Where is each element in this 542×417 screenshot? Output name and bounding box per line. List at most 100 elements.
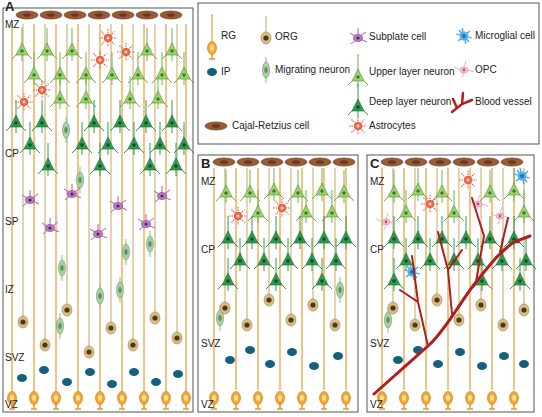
intermediate-progenitor <box>477 362 487 370</box>
upper-layer-neuron <box>50 76 70 109</box>
migrating-neuron <box>57 313 64 339</box>
upper-layer-neuron <box>240 170 260 203</box>
layer-label: IZ <box>5 284 14 295</box>
deep-layer-neuron <box>218 258 238 291</box>
radial-glia <box>342 392 351 410</box>
legend-subplate-icon <box>350 28 367 44</box>
migrating-neuron <box>147 231 154 257</box>
intermediate-progenitor <box>309 362 319 370</box>
deep-layer-neuron <box>336 216 356 249</box>
legend-text: Blood vessel <box>475 96 532 107</box>
panel-background <box>367 155 534 412</box>
cajal-retzius-cell <box>477 158 499 166</box>
deep-layer-neuron <box>166 143 186 176</box>
deep-layer-neuron <box>456 216 476 249</box>
migrating-neuron <box>63 117 70 143</box>
subplate-cell <box>64 184 81 200</box>
cajal-retzius-cell <box>112 11 134 19</box>
radial-glia <box>320 392 329 410</box>
deep-layer-neuron <box>242 216 262 249</box>
deep-layer-neuron <box>278 238 298 271</box>
legend-text: Upper layer neuron <box>369 66 455 77</box>
subplate-cell <box>22 190 39 206</box>
intermediate-progenitor <box>225 356 235 364</box>
layer-label: CP <box>5 148 19 159</box>
outer-radial-glia <box>330 319 340 331</box>
panel-border <box>3 8 193 412</box>
legend-text: Subplate cell <box>369 31 426 42</box>
layer-label: VZ <box>5 399 18 410</box>
upper-layer-neuron <box>312 168 332 201</box>
subplate-cell <box>154 186 171 202</box>
astrocyte <box>421 195 439 213</box>
deep-layer-neuron <box>408 216 428 249</box>
outer-radial-glia <box>84 346 94 358</box>
upper-layer-neuron <box>480 170 500 203</box>
legend-org-icon <box>261 32 271 44</box>
layer-label: VZ <box>201 399 214 410</box>
subplate-cell <box>42 218 59 234</box>
upper-layer-neuron <box>216 170 236 203</box>
astrocyte <box>229 207 247 225</box>
intermediate-progenitor <box>519 360 529 368</box>
upper-layer-neuron <box>288 170 308 203</box>
legend-text: IP <box>221 66 230 77</box>
cajal-retzius-cell <box>333 158 355 166</box>
outer-radial-glia-fiber <box>393 168 524 319</box>
upper-layer-neuron <box>137 28 157 61</box>
intermediate-progenitor <box>17 374 27 382</box>
intermediate-progenitor <box>333 352 343 360</box>
migrating-neuron <box>117 277 124 303</box>
deep-layer-neuron <box>266 216 286 249</box>
deep-layer-neuron <box>384 258 404 291</box>
radial-glia <box>276 392 285 410</box>
upper-layer-neuron <box>24 52 44 85</box>
legend-text: Deep layer neuron <box>369 96 451 107</box>
cajal-retzius-cell <box>429 158 451 166</box>
subplate-cell <box>138 214 155 230</box>
upper-layer-neuron <box>384 170 404 203</box>
layer-label: MZ <box>201 176 215 187</box>
outer-radial-glia <box>308 299 318 311</box>
cajal-retzius-cell <box>501 158 523 166</box>
legend-deep-icon <box>348 84 368 117</box>
legend-text: ORG <box>275 31 298 42</box>
legend-border <box>198 3 539 144</box>
legend-text: Cajal-Retzius cell <box>232 120 309 131</box>
upper-layer-neuron <box>37 28 57 61</box>
panel-letter: C <box>370 157 379 171</box>
radial-glia <box>466 392 475 410</box>
legend-microglia-icon <box>456 28 472 44</box>
deep-layer-neuron <box>326 238 346 271</box>
deep-layer-neuron <box>420 238 440 271</box>
radial-glia <box>510 392 519 410</box>
legend-text: Migrating neuron <box>275 64 350 75</box>
legend-vessel-icon <box>452 93 472 112</box>
radial-glia <box>232 392 241 410</box>
cajal-retzius-cell <box>285 158 307 166</box>
legend-org-fiber <box>265 16 266 32</box>
deep-layer-neuron <box>266 258 286 291</box>
outer-radial-glia-fiber <box>225 168 335 319</box>
panel-letter: A <box>5 0 14 14</box>
astrocyte <box>33 81 51 99</box>
radial-glia <box>140 392 149 410</box>
subplate-cell <box>90 224 107 240</box>
radial-glia <box>182 392 191 410</box>
deep-layer-neuron <box>72 122 92 155</box>
intermediate-progenitor <box>107 380 117 388</box>
upper-layer-neuron <box>322 190 342 223</box>
deep-layer-neuron <box>32 100 52 133</box>
outer-radial-glia <box>388 302 398 314</box>
outer-radial-glia <box>498 319 508 331</box>
microglial-cell <box>404 264 420 280</box>
panel-letter: B <box>201 157 210 171</box>
astrocyte <box>99 29 117 47</box>
panel-border <box>367 155 534 412</box>
upper-layer-neuron <box>12 28 32 61</box>
astrocyte <box>117 43 135 61</box>
radial-glia <box>52 392 61 410</box>
upper-layer-neuron <box>264 168 284 201</box>
legend-text: RG <box>221 30 236 41</box>
intermediate-progenitor <box>287 348 297 356</box>
